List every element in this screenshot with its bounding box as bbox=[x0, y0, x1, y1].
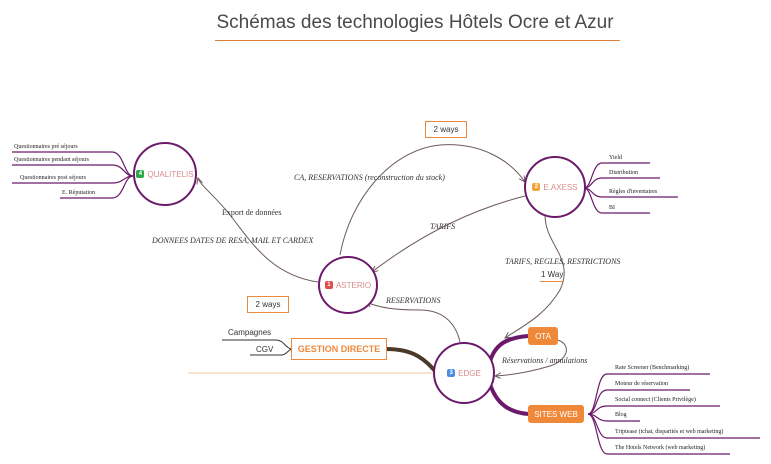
arrow-edge-to-asterio bbox=[366, 302, 461, 343]
cgv-line bbox=[250, 348, 293, 356]
campagnes-line bbox=[222, 339, 293, 350]
qualitelis-item: Questionnaires pendant séjours bbox=[14, 157, 89, 163]
exaxess-node[interactable]: 2 E.AXESS bbox=[524, 156, 586, 218]
label-reservations-annulations: Réservations / annulations bbox=[502, 356, 588, 365]
arrow-exaxess-to-ota bbox=[505, 214, 565, 338]
sites-web-branches bbox=[587, 373, 760, 455]
two-ways-top-box: 2 ways bbox=[425, 121, 467, 138]
exaxess-item: Règles d'inventaires bbox=[609, 189, 658, 195]
ota-box[interactable]: OTA bbox=[528, 327, 558, 345]
exaxess-number-badge: 2 bbox=[532, 183, 541, 191]
qualitelis-branches bbox=[12, 151, 134, 199]
asterio-node[interactable]: 1 ASTERIO bbox=[318, 256, 378, 314]
label-tarifs: TARIFS bbox=[430, 222, 456, 231]
qualitelis-label: QUALITELIS bbox=[147, 169, 194, 179]
arrow-exaxess-to-asterio bbox=[372, 195, 526, 272]
qualitelis-item: E. Réputation bbox=[62, 190, 95, 196]
label-ca-reservations: CA, RESERVATIONS (reconstruction du stoc… bbox=[294, 173, 445, 182]
asterio-number-badge: 1 bbox=[324, 281, 333, 289]
edge-to-sitesweb-link bbox=[486, 377, 529, 416]
arrow-asterio-to-qualitelis bbox=[198, 178, 319, 283]
sites-web-item: Triptease (tchat, disparités et web mark… bbox=[615, 429, 724, 435]
sites-web-item: The Hotels Network (web marketing) bbox=[615, 445, 706, 451]
qualitelis-item: Questionnaires post séjours bbox=[20, 175, 86, 181]
gestion-directe-link bbox=[385, 347, 438, 374]
qualitelis-node[interactable]: 4 QUALITELIS bbox=[133, 142, 197, 206]
two-ways-left-box: 2 ways bbox=[247, 296, 289, 313]
edge-node[interactable]: 3 EDGE bbox=[433, 342, 495, 404]
label-reservations: RESERVATIONS bbox=[386, 296, 441, 305]
exaxess-item: Distribution bbox=[609, 170, 639, 176]
one-way-label: 1 Way bbox=[540, 270, 565, 282]
gestion-directe-box[interactable]: GESTION DIRECTE bbox=[291, 338, 387, 360]
exaxess-item: Yield bbox=[609, 155, 622, 161]
qualitelis-number-badge: 4 bbox=[136, 170, 145, 178]
edge-number-badge: 3 bbox=[447, 369, 456, 377]
cgv-label: CGV bbox=[256, 345, 274, 354]
asterio-label: ASTERIO bbox=[335, 280, 372, 290]
sites-web-item: Moteur de réservation bbox=[615, 381, 668, 387]
label-donnees-dates: DONNEES DATES DE RESA, MAIL ET CARDEX bbox=[152, 236, 314, 245]
exaxess-branches bbox=[583, 162, 678, 214]
sites-web-item: Rate Screener (Benchmarking) bbox=[615, 365, 690, 371]
campagnes-label: Campagnes bbox=[228, 328, 272, 337]
page-title: Schémas des technologies Hôtels Ocre et … bbox=[216, 12, 614, 33]
exaxess-label: E.AXESS bbox=[543, 182, 578, 192]
sites-web-box[interactable]: SITES WEB bbox=[528, 405, 584, 423]
arrow-asterio-to-exaxess bbox=[339, 144, 525, 256]
edge-label: EDGE bbox=[458, 368, 481, 378]
arrow-ota-to-edge bbox=[495, 339, 567, 376]
label-export-donnees: Export de données bbox=[222, 208, 282, 217]
qualitelis-item: Questionnaires pré séjours bbox=[14, 144, 78, 150]
sites-web-item: Blog bbox=[615, 412, 627, 418]
title-underline bbox=[215, 40, 620, 41]
label-tarifs-regles-restrictions: TARIFS, REGLES, RESTRICTIONS bbox=[505, 257, 621, 266]
exaxess-item: BI bbox=[609, 205, 615, 211]
sites-web-item: Social connect (Clients Privilège) bbox=[615, 397, 696, 403]
